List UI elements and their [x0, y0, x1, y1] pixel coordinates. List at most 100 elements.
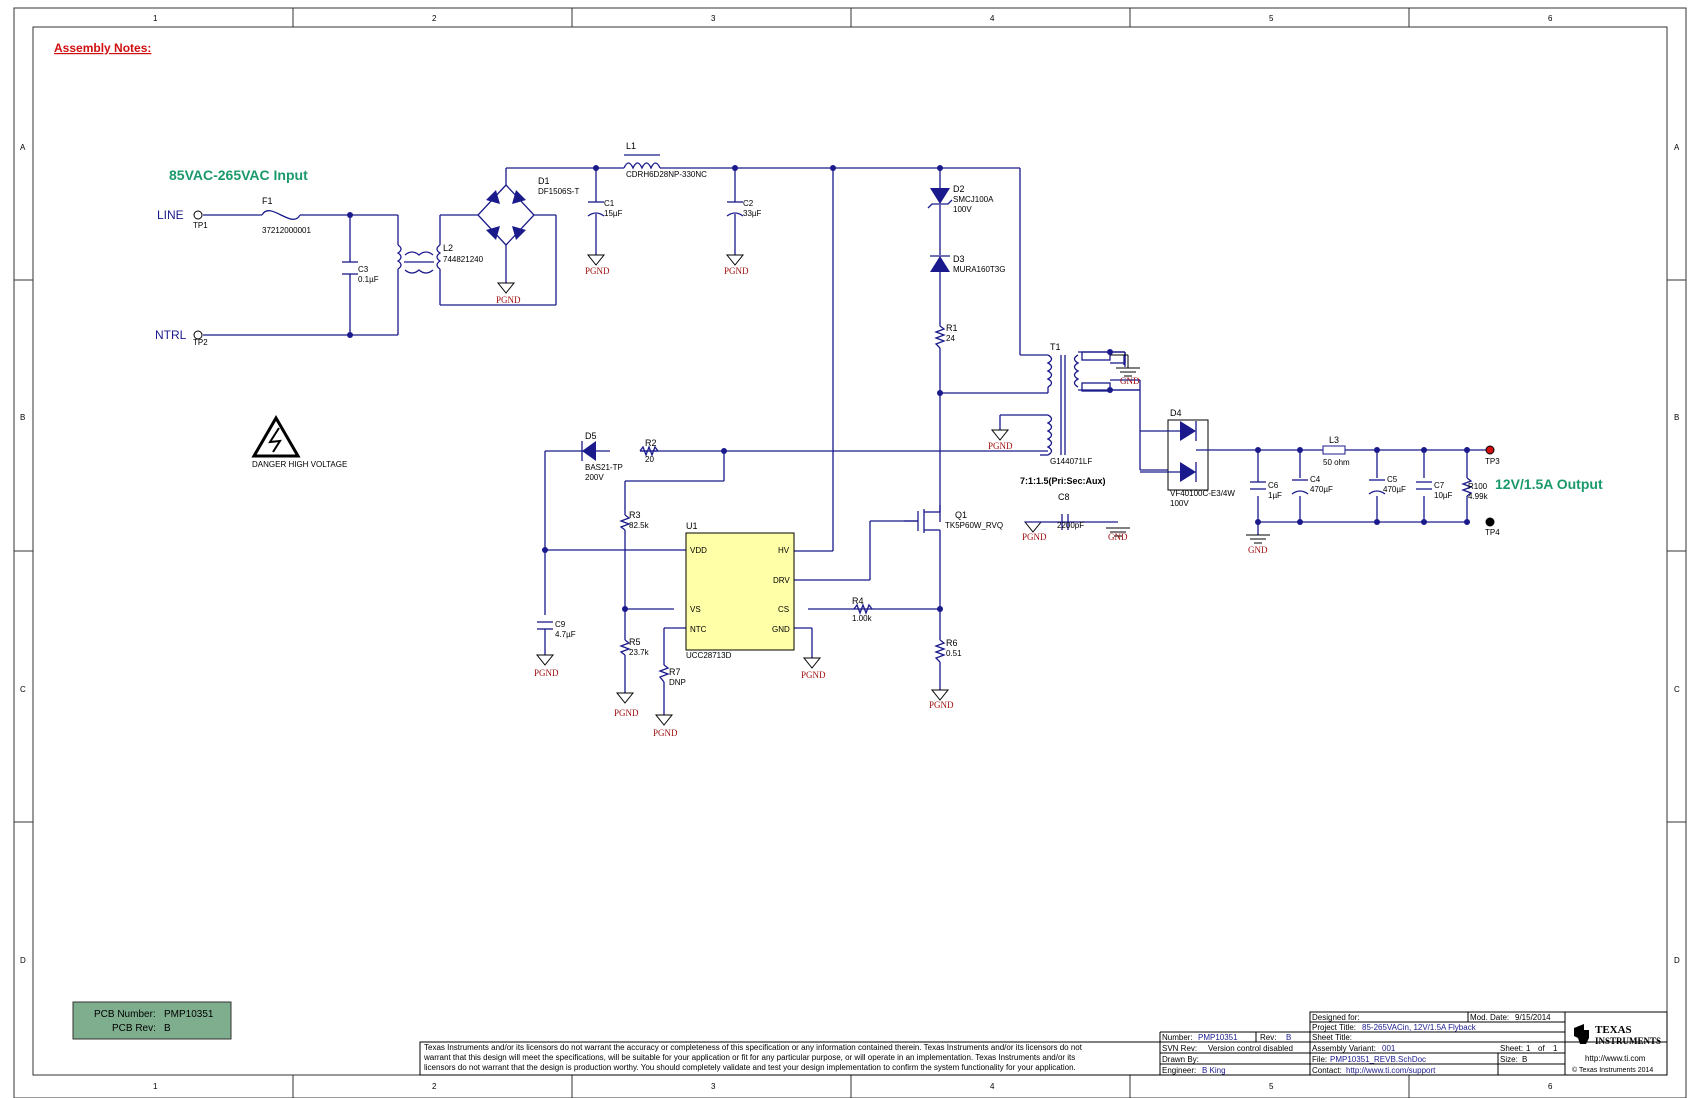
- c6-value: 1µF: [1268, 491, 1282, 500]
- r5-ref: R5: [629, 637, 641, 647]
- pgnd-label: PGND: [724, 266, 749, 276]
- c8-capacitor-symbol: [1061, 514, 1118, 530]
- gnd-symbol: [1246, 534, 1270, 544]
- f1-ref: F1: [262, 196, 273, 206]
- assembly-notes-heading: Assembly Notes:: [54, 41, 151, 55]
- d4-value: VF40100C-E3/4W: [1170, 489, 1235, 498]
- u1-ic-body: [685, 532, 795, 651]
- pgnd-symbol: [990, 429, 1010, 441]
- pgnd-label: PGND: [585, 266, 610, 276]
- svn-rev-value: Version control disabled: [1208, 1044, 1293, 1053]
- l3-ferrite-symbol: [1322, 445, 1346, 455]
- d2-ref: D2: [953, 184, 965, 194]
- c1-capacitor-symbol: [587, 201, 605, 217]
- ntrl-net-label: NTRL: [155, 328, 187, 342]
- gnd-label: GND: [1120, 376, 1140, 386]
- l1-value: CDRH6D28NP-330NC: [626, 170, 707, 179]
- q1-mosfet-symbol: [917, 505, 941, 610]
- r3-ref: R3: [629, 510, 641, 520]
- tp2-testpoint: [193, 330, 203, 340]
- sheet-title-label: Sheet Title:: [1312, 1033, 1352, 1042]
- output-title: 12V/1.5A Output: [1495, 476, 1603, 492]
- pgnd-label: PGND: [988, 441, 1013, 451]
- r2-ref: R2: [645, 438, 657, 448]
- col-label: 3: [711, 14, 716, 23]
- company-url[interactable]: http://www.ti.com: [1585, 1054, 1646, 1063]
- pcb-number-label: PCB Number:: [94, 1009, 156, 1020]
- mod-date: 9/15/2014: [1515, 1013, 1551, 1022]
- danger-text: DANGER HIGH VOLTAGE: [252, 460, 347, 469]
- l2-choke-symbol: [396, 244, 442, 290]
- pcb-info-box: [72, 1001, 232, 1040]
- c4-value: 470µF: [1310, 485, 1333, 494]
- designed-for-label: Designed for:: [1312, 1013, 1360, 1022]
- r7-ref: R7: [669, 667, 681, 677]
- input-title: 85VAC-265VAC Input: [169, 167, 308, 183]
- size-label: Size:: [1500, 1055, 1518, 1064]
- engineer-value: B King: [1202, 1066, 1226, 1075]
- drawn-by-label: Drawn By:: [1162, 1055, 1199, 1064]
- c3-value: 0.1µF: [358, 275, 379, 284]
- pgnd-symbol: [615, 692, 635, 704]
- c5-capacitor-symbol: [1368, 479, 1386, 495]
- size-value: B: [1522, 1055, 1527, 1064]
- d5-value: BAS21-TP: [585, 463, 623, 472]
- grid-dividers: [14, 8, 1686, 1098]
- f1-value: 37212000001: [262, 226, 311, 235]
- tp4-testpoint: [1485, 517, 1495, 527]
- r7-value: DNP: [669, 678, 686, 687]
- pgnd-label: PGND: [1022, 532, 1047, 542]
- u1-value: UCC28713D: [686, 651, 732, 660]
- l2-ref: L2: [443, 243, 453, 253]
- junction-dots: [347, 165, 1470, 612]
- title-block-grid: [419, 1011, 1668, 1076]
- r3-value: 82.5k: [629, 521, 650, 530]
- contact-link[interactable]: http://www.ti.com/support: [1346, 1066, 1436, 1075]
- u1-pin-vdd: VDD: [690, 546, 707, 555]
- mod-date-label: Mod. Date:: [1470, 1013, 1509, 1022]
- r6-value: 0.51: [946, 649, 962, 658]
- r2-resistor-symbol: [639, 445, 659, 457]
- c6-capacitor-symbol: [1250, 481, 1266, 490]
- input-wires: [203, 167, 1020, 552]
- pgnd-label: PGND: [614, 708, 639, 718]
- assembly-variant-label: Assembly Variant:: [1312, 1044, 1376, 1053]
- r6-ref: R6: [946, 638, 958, 648]
- c3-ref: C3: [358, 265, 369, 274]
- row-label: B: [20, 413, 25, 422]
- r4-ref: R4: [852, 596, 864, 606]
- q1-ref: Q1: [955, 510, 967, 520]
- pcb-number: PMP10351: [164, 1009, 214, 1020]
- t1-ref: T1: [1050, 342, 1061, 352]
- line-net-label: LINE: [157, 208, 184, 222]
- c5-value: 470µF: [1383, 485, 1406, 494]
- c9-capacitor-symbol: [537, 621, 553, 630]
- c4-capacitor-symbol: [1291, 479, 1309, 495]
- r6-resistor-symbol: [934, 639, 946, 663]
- r4-value: 1.00k: [852, 614, 873, 623]
- d4-diode-symbol: [1140, 421, 1215, 482]
- d5-rating: 200V: [585, 473, 604, 482]
- d1-ref: D1: [538, 176, 550, 186]
- disclaimer-line: warrant that this design will meet the s…: [423, 1053, 1075, 1062]
- sheet-number: 1: [1526, 1044, 1531, 1053]
- col-label: 5: [1269, 1082, 1274, 1091]
- svn-rev-label: SVN Rev:: [1162, 1044, 1197, 1053]
- company-name-line1: TEXAS: [1595, 1024, 1632, 1036]
- d2-value: SMCJ100A: [953, 195, 994, 204]
- pgnd-label: PGND: [653, 728, 678, 738]
- row-labels: A B C D A B C D: [20, 143, 1680, 965]
- row-label: C: [20, 685, 26, 694]
- column-labels: 1 2 3 4 5 6 1 2 3 4 5 6: [153, 14, 1553, 1091]
- col-label: 6: [1548, 1082, 1553, 1091]
- rev-value: B: [1286, 1033, 1291, 1042]
- col-label: 2: [432, 1082, 437, 1091]
- l2-value: 744821240: [443, 255, 484, 264]
- pgnd-symbol: [535, 654, 555, 666]
- col-label: 6: [1548, 14, 1553, 23]
- pgnd-symbols: [496, 254, 745, 294]
- d4-diode-body: [1167, 419, 1209, 491]
- file-label: File:: [1312, 1055, 1327, 1064]
- d5-diode-symbol: [581, 441, 596, 461]
- d4-rating: 100V: [1170, 499, 1189, 508]
